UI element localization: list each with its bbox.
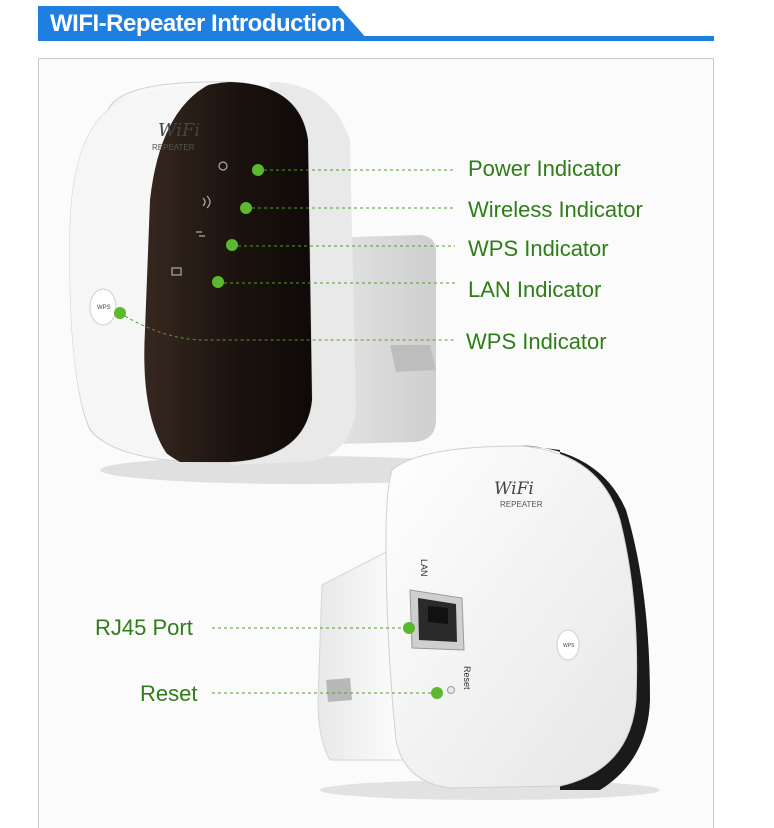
callout-wps-button: WPS Indicator [466,329,607,354]
callout-power-indicator: Power Indicator [468,156,621,181]
reset-hole [447,686,455,694]
header-banner: WIFI-Repeater Introduction [38,0,714,46]
callout-dots [114,164,443,699]
repeater-front-view: WiFi REPEATER WPS [69,81,500,484]
wps-button-front: WPS [89,288,117,326]
repeater-text-side: REPEATER [500,500,543,509]
page-title: WIFI-Repeater Introduction [50,10,346,37]
callout-lan-indicator: LAN Indicator [468,277,602,302]
wifi-logo-front: WiFi [158,120,200,141]
svg-text:WPS: WPS [97,305,111,311]
callout-dot-wps-led [226,239,238,251]
callout-dot-reset [431,687,443,699]
lan-port-label: LAN [419,559,429,577]
banner-rule [38,36,714,41]
repeater-side-view: WiFi REPEATER LAN Reset WPS [317,445,660,800]
callout-lines [119,169,455,694]
callout-rj45-port: RJ45 Port [95,615,193,640]
svg-text:WPS: WPS [563,643,575,649]
callout-wps-indicator: WPS Indicator [468,236,609,261]
callout-reset: Reset [140,681,198,706]
callout-dot-rj45 [403,622,415,634]
wps-button-side: WPS [556,629,580,661]
banner-tab [38,6,368,40]
callout-wireless-indicator: Wireless Indicator [468,197,643,222]
callout-dot-power [252,164,264,176]
led-icons-front [171,161,228,276]
wifi-logo-side: WiFi [494,479,534,499]
reset-hole-label: Reset [462,666,472,690]
rj45-port [409,589,465,651]
repeater-text-front: REPEATER [152,143,195,152]
callout-dot-wps-button [114,307,126,319]
callout-dot-wireless [240,202,252,214]
callout-dot-lan [212,276,224,288]
